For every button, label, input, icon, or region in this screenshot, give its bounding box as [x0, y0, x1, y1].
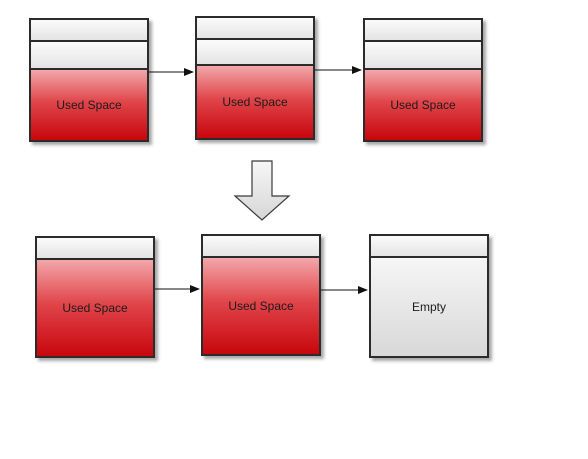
top-block-2: Used Space	[195, 16, 315, 140]
header-strip	[31, 20, 147, 42]
header-strip	[197, 40, 313, 66]
used-space-section: Used Space	[31, 70, 147, 140]
empty-section: Empty	[371, 258, 487, 356]
header-strip	[365, 42, 481, 70]
used-space-label: Used Space	[390, 98, 456, 112]
used-space-section: Used Space	[365, 70, 481, 140]
header-strip	[197, 18, 313, 40]
header-strip	[365, 20, 481, 42]
header-strip	[37, 238, 153, 260]
bottom-block-2: Used Space	[201, 234, 321, 356]
down-arrow-icon	[233, 160, 291, 221]
header-strip	[371, 236, 487, 258]
used-space-section: Used Space	[37, 260, 153, 356]
empty-label: Empty	[411, 300, 446, 314]
used-space-label: Used Space	[222, 95, 288, 109]
used-space-section: Used Space	[203, 258, 319, 354]
top-block-3: Used Space	[363, 18, 483, 142]
top-block-1: Used Space	[29, 18, 149, 142]
used-space-label: Used Space	[62, 301, 128, 315]
header-strip	[203, 236, 319, 258]
header-strip	[31, 42, 147, 70]
used-space-label: Used Space	[56, 98, 122, 112]
used-space-label: Used Space	[228, 299, 294, 313]
bottom-block-3: Empty	[369, 234, 489, 358]
bottom-block-1: Used Space	[35, 236, 155, 358]
used-space-section: Used Space	[197, 66, 313, 138]
